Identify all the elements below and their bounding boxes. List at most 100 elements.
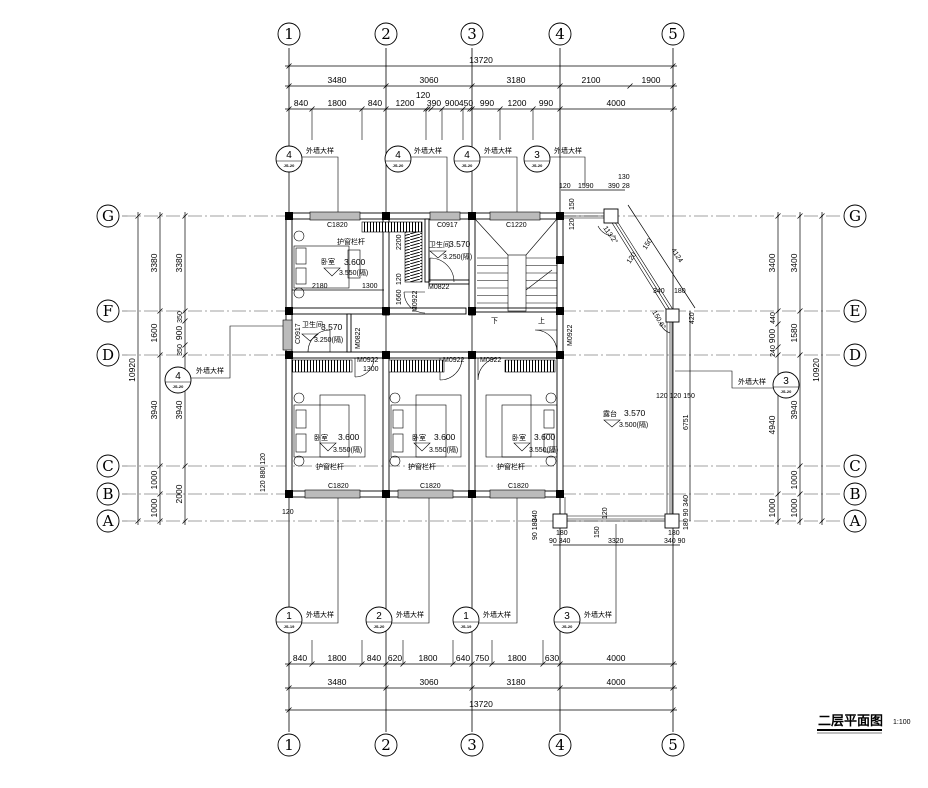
svg-text:上: 上: [538, 316, 545, 325]
svg-text:3940: 3940: [789, 400, 799, 419]
svg-text:1660: 1660: [396, 289, 403, 305]
svg-text:640: 640: [456, 653, 470, 663]
callout: 4 JS-20 外墙大样: [384, 145, 448, 213]
dimension-tick: [775, 321, 781, 327]
svg-text:1000: 1000: [149, 498, 159, 517]
svg-text:G: G: [849, 207, 861, 225]
svg-text:3180: 3180: [507, 677, 526, 687]
svg-text:外墙大样: 外墙大样: [738, 377, 766, 386]
dimension-tick: [797, 308, 803, 314]
svg-text:3.550(隔): 3.550(隔): [429, 445, 458, 454]
window-c1220: [489, 211, 541, 221]
dimension-tick: [670, 707, 676, 713]
svg-text:M0922: M0922: [357, 357, 379, 364]
dimension-tick: [775, 518, 781, 524]
window-c1820: [489, 489, 546, 499]
dimension-tick: [775, 344, 781, 350]
svg-text:120: 120: [416, 90, 430, 100]
svg-text:10920: 10920: [127, 358, 137, 382]
svg-text:4124: 4124: [669, 247, 683, 264]
dimension-tick: [469, 685, 475, 691]
svg-text:1900: 1900: [642, 75, 661, 85]
svg-text:C1220: C1220: [506, 222, 527, 229]
svg-text:1:100: 1:100: [893, 719, 911, 726]
callout: 3 JS-20 外墙大样: [675, 370, 800, 399]
svg-text:3: 3: [534, 150, 540, 161]
svg-text:390: 390: [608, 183, 620, 190]
svg-text:1800: 1800: [508, 653, 527, 663]
svg-text:1: 1: [284, 736, 294, 754]
column: [382, 307, 390, 315]
svg-text:4: 4: [175, 371, 181, 382]
axis-bubbles-bottom: 1 2 3 4 5: [277, 733, 685, 757]
dimension-tick: [428, 106, 434, 112]
svg-text:900: 900: [767, 329, 777, 343]
svg-text:F: F: [103, 302, 113, 320]
svg-text:B: B: [849, 485, 860, 503]
svg-text:10920: 10920: [811, 358, 821, 382]
svg-text:3.600: 3.600: [434, 432, 456, 442]
dimension-tick: [383, 83, 389, 89]
svg-text:护窗栏杆: 护窗栏杆: [497, 462, 525, 471]
svg-text:120 120 150: 120 120 150: [656, 393, 695, 400]
svg-text:下: 下: [491, 317, 498, 325]
svg-text:C: C: [102, 457, 113, 475]
dimension-tick: [157, 308, 163, 314]
svg-text:外墙大样: 外墙大样: [483, 610, 511, 619]
axis-bubble: 2: [374, 22, 398, 46]
svg-text:C0917: C0917: [295, 323, 302, 344]
svg-text:卧室: 卧室: [412, 433, 426, 442]
axis-bubble: B: [96, 482, 120, 506]
bottom-dimensions: 840 1800 840 620 1800 640 750 1800 630 4…: [293, 653, 626, 709]
axis-bubble: 1: [277, 22, 301, 46]
svg-text:M0822: M0822: [355, 327, 362, 349]
dimension-tick: [157, 213, 163, 219]
dimension-tick: [157, 463, 163, 469]
svg-text:900: 900: [174, 326, 184, 340]
svg-text:180: 180: [668, 530, 680, 537]
interior-dimensions: 2180 1300 2200 1660 120 1300 120 880 120…: [260, 234, 403, 516]
column: [556, 490, 564, 498]
svg-text:5: 5: [668, 25, 678, 43]
svg-text:350: 350: [177, 311, 184, 323]
drawing-title: 二层平面图 1:100: [817, 713, 911, 734]
svg-text:150: 150: [569, 198, 576, 210]
axis-bubble: 3: [460, 22, 484, 46]
doors: [307, 257, 558, 381]
svg-text:G: G: [102, 207, 114, 225]
svg-text:3480: 3480: [328, 677, 347, 687]
svg-text:3: 3: [467, 25, 477, 43]
dimension-tick: [182, 463, 188, 469]
dimension-tick: [557, 83, 563, 89]
column: [382, 351, 390, 359]
dimension-tick: [797, 491, 803, 497]
svg-text:1200: 1200: [508, 98, 527, 108]
svg-text:1300: 1300: [363, 366, 379, 373]
svg-text:1800: 1800: [328, 98, 347, 108]
bed: [293, 394, 366, 458]
svg-text:2: 2: [381, 736, 391, 754]
dimension-tick: [157, 491, 163, 497]
svg-text:3060: 3060: [420, 677, 439, 687]
svg-text:4940: 4940: [767, 415, 777, 434]
axis-bubble: E: [843, 299, 867, 323]
axis-bubble: G: [96, 204, 120, 228]
svg-text:120: 120: [602, 507, 609, 519]
svg-text:120: 120: [282, 509, 294, 516]
svg-text:180: 180: [556, 530, 568, 537]
svg-text:4: 4: [555, 25, 565, 43]
dimension-tick: [286, 63, 292, 69]
svg-text:130: 130: [618, 174, 630, 181]
dimension-tick: [135, 213, 141, 219]
axis-bubble: 1: [277, 733, 301, 757]
svg-text:1590: 1590: [578, 183, 594, 190]
svg-text:JS-19: JS-19: [284, 624, 295, 629]
svg-text:3: 3: [783, 376, 789, 387]
svg-text:2: 2: [381, 25, 391, 43]
svg-text:D: D: [849, 346, 861, 364]
svg-text:JS-20: JS-20: [781, 389, 792, 394]
svg-text:4000: 4000: [607, 677, 626, 687]
dimension-tick: [383, 106, 389, 112]
svg-text:4: 4: [464, 150, 470, 161]
